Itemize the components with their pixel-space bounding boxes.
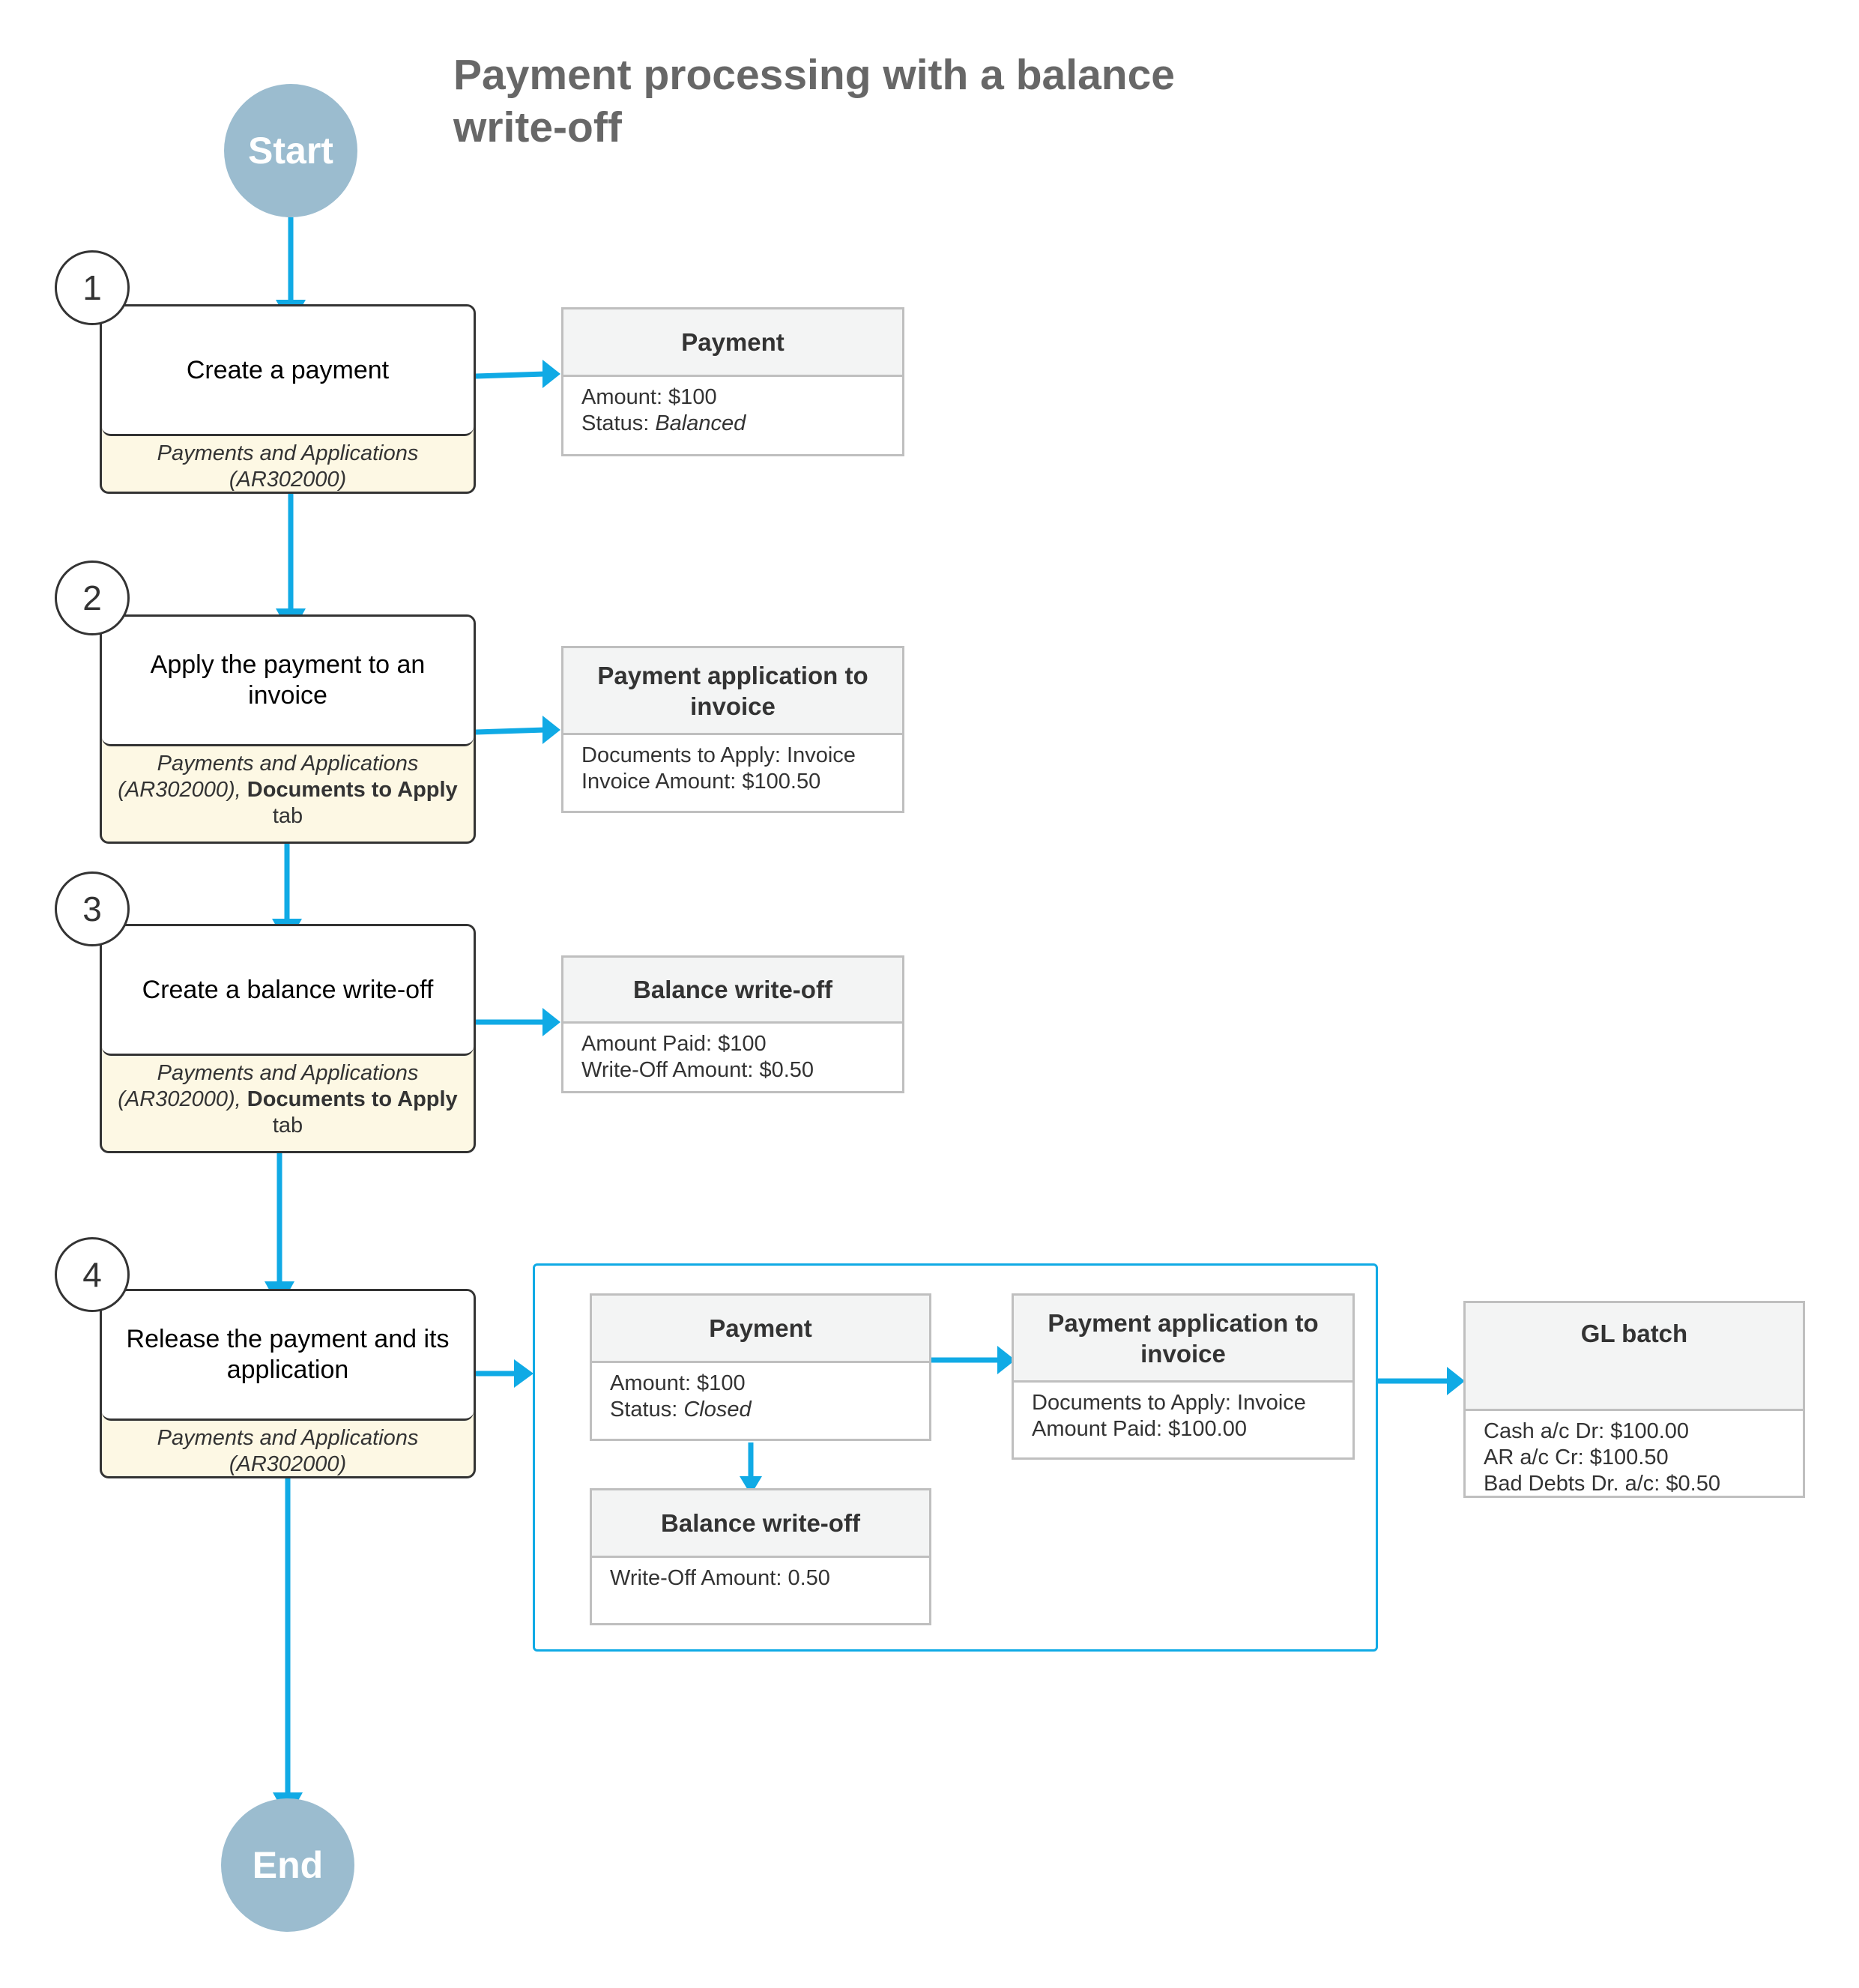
field-label: Status: bbox=[581, 411, 656, 435]
released-application-card: Payment application to invoice Documents… bbox=[1012, 1293, 1355, 1460]
tab-name: Documents to Apply bbox=[247, 1087, 458, 1111]
screen-name: Payments and Applications (AR302000) bbox=[157, 1426, 419, 1476]
field-label: Status: bbox=[610, 1398, 684, 1421]
page-title: Payment processing with a balance write-… bbox=[453, 51, 1175, 151]
card-title: Payment application to invoice bbox=[1014, 1296, 1352, 1383]
card-body: Amount: $100 Status: Closed bbox=[592, 1363, 929, 1430]
step-number-badge: 1 bbox=[55, 250, 130, 325]
card-line: Documents to Apply: Invoice bbox=[1032, 1391, 1306, 1415]
screen-name: Payments and Applications (AR302000) bbox=[157, 441, 419, 492]
balance-writeoff-card: Balance write-off Amount Paid: $100 Writ… bbox=[561, 955, 904, 1093]
screen-name: Payments and Applications (AR302000), bbox=[118, 752, 419, 802]
card-line: Amount Paid: $100 bbox=[581, 1032, 767, 1056]
step-label: Apply the payment to an invoice bbox=[102, 617, 474, 746]
step-apply-payment: Apply the payment to an invoice Payments… bbox=[100, 614, 476, 844]
tab-suffix: tab bbox=[272, 804, 303, 828]
arrowhead bbox=[1447, 1367, 1465, 1395]
card-title: Payment bbox=[592, 1296, 929, 1363]
step-number-badge: 2 bbox=[55, 561, 130, 635]
card-line: Amount Paid: $100.00 bbox=[1032, 1417, 1247, 1441]
card-line: Cash a/c Dr: $100.00 bbox=[1484, 1419, 1690, 1443]
step-number-badge: 3 bbox=[55, 871, 130, 946]
arrow-step2-to-application-card bbox=[474, 727, 546, 735]
step-label: Create a payment bbox=[102, 306, 474, 436]
card-line: Write-Off Amount: 0.50 bbox=[610, 1566, 830, 1590]
step-create-writeoff: Create a balance write-off Payments and … bbox=[100, 924, 476, 1153]
arrowhead bbox=[542, 1008, 560, 1036]
card-line: Bad Debts Dr. a/c: $0.50 bbox=[1484, 1472, 1720, 1496]
released-payment-card: Payment Amount: $100 Status: Closed bbox=[590, 1293, 931, 1441]
card-line: Amount: $100 bbox=[581, 385, 717, 409]
card-body: Amount Paid: $100 Write-Off Amount: $0.5… bbox=[563, 1024, 902, 1091]
released-writeoff-card: Balance write-off Write-Off Amount: 0.50 bbox=[590, 1488, 931, 1625]
step-create-payment: Create a payment Payments and Applicatio… bbox=[100, 304, 476, 494]
status-value: Closed bbox=[683, 1398, 752, 1421]
screen-name: Payments and Applications (AR302000), bbox=[118, 1061, 419, 1111]
arrowhead bbox=[997, 1346, 1015, 1374]
card-line: Invoice Amount: $100.50 bbox=[581, 770, 821, 794]
start-terminal: Start bbox=[224, 84, 357, 217]
tab-name: Documents to Apply bbox=[247, 778, 458, 802]
gl-batch-card: GL batch Cash a/c Dr: $100.00 AR a/c Cr:… bbox=[1463, 1301, 1805, 1498]
card-line: Write-Off Amount: $0.50 bbox=[581, 1058, 814, 1082]
card-title: Payment bbox=[563, 309, 902, 377]
status-value: Balanced bbox=[655, 411, 746, 435]
card-body: Documents to Apply: Invoice Invoice Amou… bbox=[563, 735, 902, 803]
end-label: End bbox=[252, 1844, 324, 1886]
card-title: Payment application to invoice bbox=[563, 648, 902, 735]
card-body: Cash a/c Dr: $100.00 AR a/c Cr: $100.50 … bbox=[1466, 1411, 1803, 1505]
payment-application-card: Payment application to invoice Documents… bbox=[561, 646, 904, 813]
step-label: Create a balance write-off bbox=[102, 926, 474, 1056]
card-title: Balance write-off bbox=[563, 958, 902, 1024]
card-title: Balance write-off bbox=[592, 1490, 929, 1558]
card-line: Status: Closed bbox=[610, 1397, 911, 1423]
arrowhead bbox=[542, 360, 560, 388]
arrowhead bbox=[740, 1476, 762, 1495]
start-label: Start bbox=[248, 130, 333, 172]
step-screen-reference: Payments and Applications (AR302000) bbox=[102, 1421, 474, 1476]
card-line: Amount: $100 bbox=[610, 1371, 746, 1395]
payment-card: Payment Amount: $100 Status: Balanced bbox=[561, 307, 904, 456]
card-body: Write-Off Amount: 0.50 bbox=[592, 1558, 929, 1599]
step-label: Release the payment and its application bbox=[102, 1291, 474, 1421]
card-body: Amount: $100 Status: Balanced bbox=[563, 377, 902, 444]
end-terminal: End bbox=[221, 1798, 354, 1932]
release-group-frame bbox=[533, 1263, 1378, 1652]
card-line: Status: Balanced bbox=[581, 411, 884, 437]
tab-suffix: tab bbox=[272, 1114, 303, 1137]
step-screen-reference: Payments and Applications (AR302000), Do… bbox=[102, 746, 474, 830]
step-screen-reference: Payments and Applications (AR302000) bbox=[102, 436, 474, 492]
step-release-payment: Release the payment and its application … bbox=[100, 1289, 476, 1478]
card-line: AR a/c Cr: $100.50 bbox=[1484, 1445, 1669, 1469]
card-body: Documents to Apply: Invoice Amount Paid:… bbox=[1014, 1383, 1352, 1450]
card-line: Documents to Apply: Invoice bbox=[581, 743, 856, 767]
arrowhead bbox=[514, 1359, 533, 1388]
step-number-badge: 4 bbox=[55, 1237, 130, 1312]
step-screen-reference: Payments and Applications (AR302000), Do… bbox=[102, 1056, 474, 1139]
card-title: GL batch bbox=[1466, 1303, 1803, 1411]
arrowhead bbox=[542, 716, 560, 744]
arrow-step1-to-payment-card bbox=[474, 371, 546, 379]
